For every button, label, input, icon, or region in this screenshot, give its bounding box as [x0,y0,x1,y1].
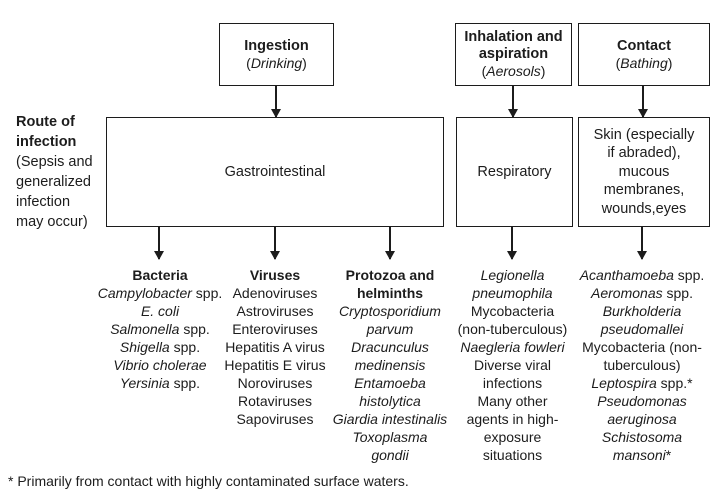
pathogen-item: Mycobacteria (non-tuberculous) [582,339,702,373]
column-heading-protozoa-helminths: Protozoa and helminths [345,267,435,301]
pathogen-item: Astroviruses [236,303,314,319]
pathogen-item: Cryptosporidium parvum [339,303,441,337]
arrow-down-icon [270,227,280,260]
pathogen-item: Yersinia spp. [119,375,201,391]
column-heading-viruses: Viruses [249,267,301,283]
pathogen-item: Naegleria fowleri [460,339,565,355]
pathogen-item: Adenoviruses [232,285,318,301]
route-box-skin-label: Skin (especially if abraded), mucous mem… [593,126,695,217]
pathogen-item: Schistosoma mansoni* [601,429,683,463]
pathogen-item: Sapoviruses [236,411,314,427]
pathogen-item: Mycobacteria (non-tuberculous) [457,303,568,337]
pathogen-item: Acanthamoeba spp. [579,267,705,283]
pathogen-item: Legionella pneumophila [472,267,553,301]
pathogen-item: Hepatitis A virus [225,339,325,355]
side-label-title: Route of infection [16,114,77,150]
route-box-gastrointestinal-label: Gastrointestinal [224,163,326,180]
route-of-infection-label: Route of infection (Sepsis and generaliz… [16,112,94,232]
pathogen-item: Enteroviruses [232,321,318,337]
pathogen-column-protozoa-helminths: Protozoa and helminths Cryptosporidium p… [332,266,448,464]
exposure-box-contact: Contact (Bathing) [578,23,710,86]
pathogen-item: Salmonella spp. [110,321,210,337]
pathogen-item: Leptospira spp.* [591,375,693,391]
route-box-skin: Skin (especially if abraded), mucous mem… [578,117,710,227]
exposure-box-contact-title: Contact [617,37,671,54]
arrow-down-icon [271,86,281,118]
pathogen-item: E. coli [140,303,180,319]
pathogen-item: Burkholderia pseudomallei [600,303,684,337]
column-heading-bacteria: Bacteria [132,267,188,283]
arrow-down-icon [385,227,395,260]
footnote: * Primarily from contact with highly con… [8,473,409,489]
exposure-box-inhalation: Inhalation and aspiration (Aerosols) [455,23,572,86]
side-label-note: (Sepsis and generalized infection may oc… [16,154,93,230]
pathogen-item: Toxoplasma gondii [352,429,428,463]
exposure-box-ingestion-subtitle: (Drinking) [246,54,307,71]
arrow-down-icon [637,227,647,260]
pathogen-item: Pseudomonas aeruginosa [597,393,687,427]
arrow-down-icon [638,86,648,118]
exposure-box-ingestion: Ingestion (Drinking) [219,23,334,86]
pathogen-item: Entamoeba histolytica [354,375,426,409]
pathogen-column-contact-pathogens: Acanthamoeba spp. Aeromonas spp. Burkholde… [578,266,706,464]
pathogen-item: Shigella spp. [119,339,201,355]
route-box-respiratory-label: Respiratory [477,163,552,180]
pathogen-item: Dracunculus medinensis [351,339,429,373]
pathogen-item: Hepatitis E virus [224,357,326,373]
exposure-box-inhalation-title: Inhalation and aspiration [464,29,563,62]
exposure-box-ingestion-title: Ingestion [244,37,309,54]
route-box-gastrointestinal: Gastrointestinal [106,117,444,227]
exposure-box-inhalation-subtitle: (Aerosols) [481,63,546,79]
arrow-down-icon [507,227,517,260]
pathogen-list-contact-pathogens: Acanthamoeba spp. Aeromonas spp. Burkholde… [578,266,706,464]
exposure-box-contact-subtitle: (Bathing) [615,54,673,71]
pathogen-item: Campylobacter spp. [97,285,223,301]
pathogen-item: Aeromonas spp. [591,285,693,301]
route-box-respiratory: Respiratory [456,117,573,227]
pathogen-item: Rotaviruses [238,393,312,409]
pathogen-item: Noroviruses [237,375,313,391]
pathogen-item: Many other agents in high-exposure situa… [466,393,559,463]
pathogen-item: Diverse viral infections [473,357,551,391]
pathogen-item: Giardia intestinalis [332,411,448,427]
pathogen-item: Vibrio cholerae [113,357,207,373]
arrow-down-icon [154,227,164,260]
arrow-down-icon [508,86,518,118]
